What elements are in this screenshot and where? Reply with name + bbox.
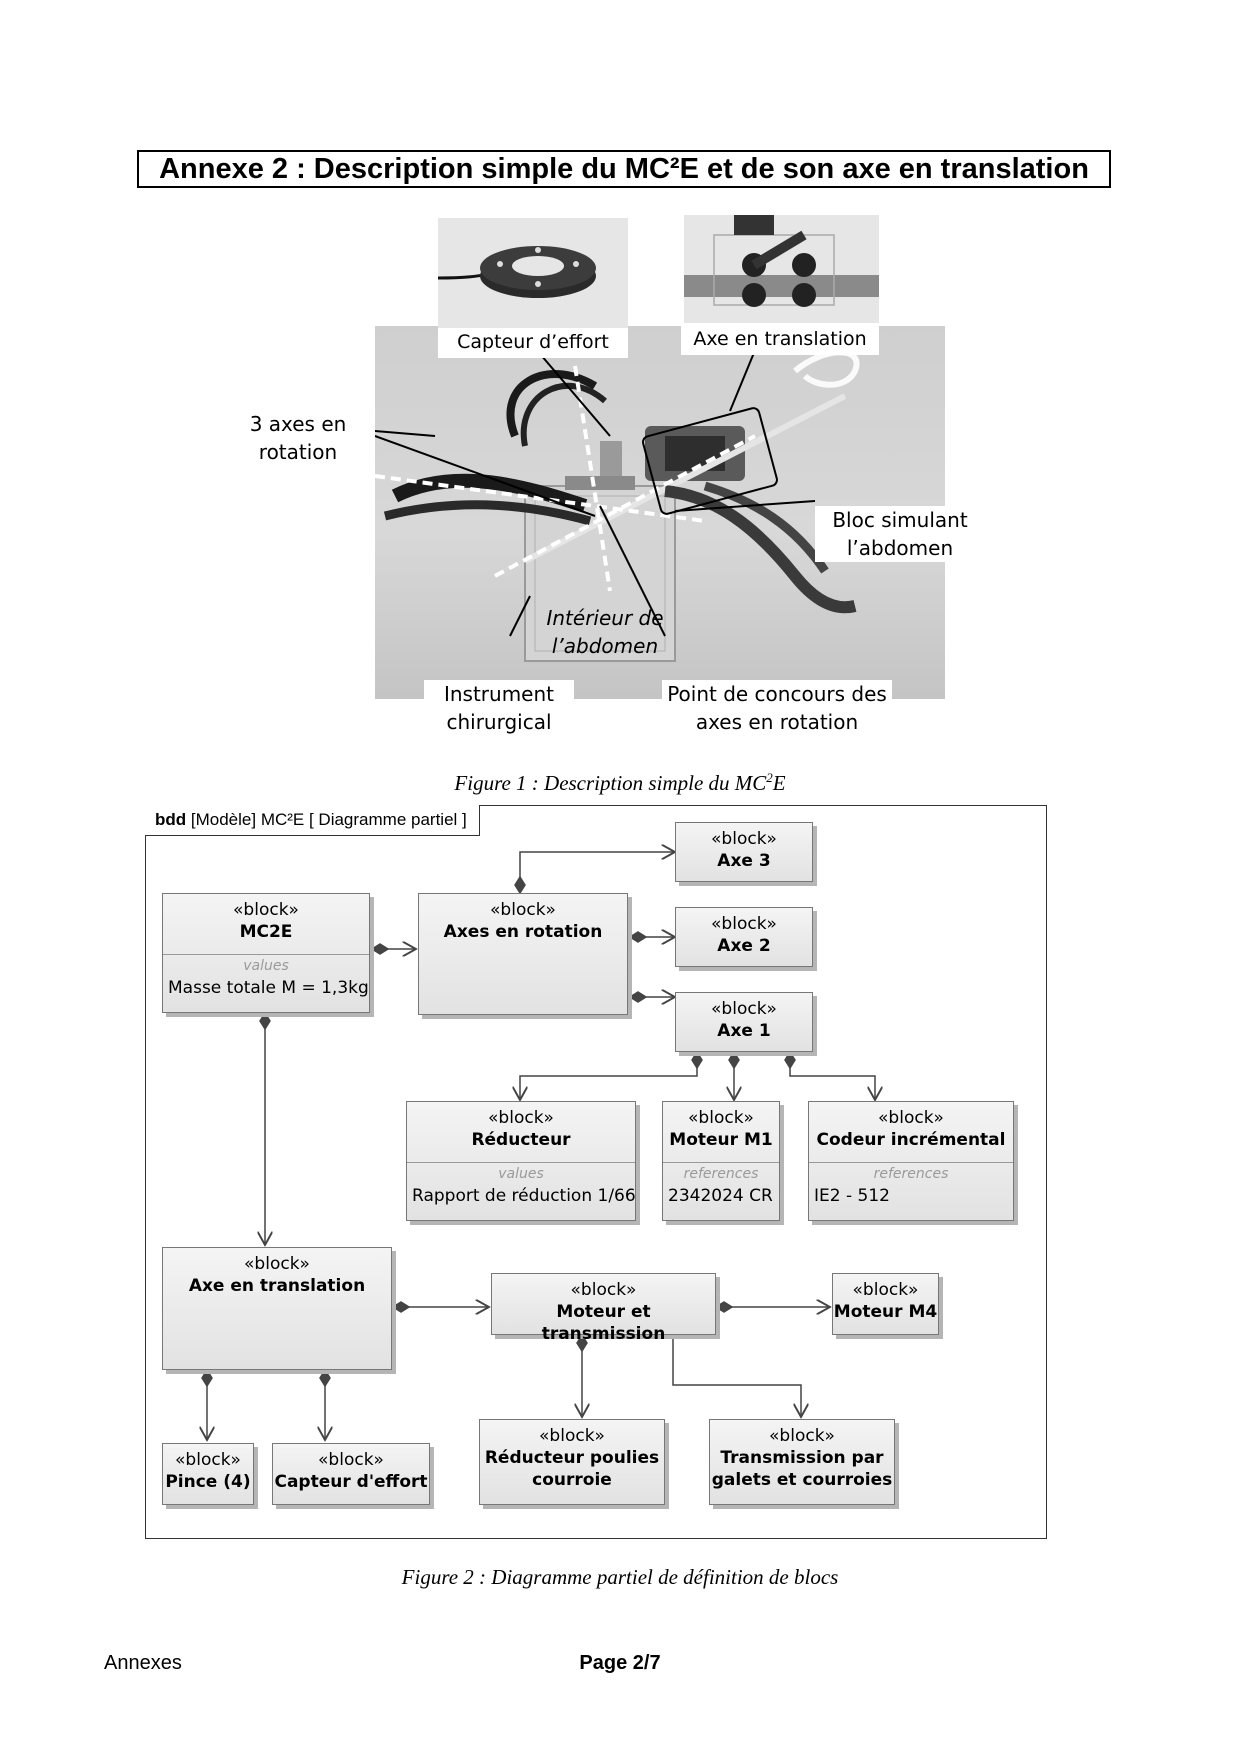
label-bloc-line2: l’abdomen (815, 534, 985, 562)
block-codeur-incremental: «block» Codeur incrémental references IE… (808, 1101, 1014, 1221)
bdd-frame (145, 805, 1047, 1539)
block-axes-en-rotation: «block» Axes en rotation (418, 893, 628, 1015)
capteur-effort-image (438, 218, 628, 328)
bdd-frame-label: [Modèle] MC²E [ Diagramme partiel ] (190, 810, 467, 829)
label-bloc-line1: Bloc simulant (815, 506, 985, 534)
block-axe-1: «block» Axe 1 (675, 992, 813, 1052)
block-reducteur-poulies: «block» Réducteur poulies courroie (479, 1419, 665, 1505)
bdd-kind: bdd (155, 810, 187, 829)
bdd-frame-tab: bdd [Modèle] MC²E [ Diagramme partiel ] (145, 805, 480, 836)
label-instrument-line2: chirurgical (424, 708, 574, 736)
label-axes-rotation-line2: rotation (258, 440, 338, 464)
block-capteur-effort: «block» Capteur d'effort (272, 1443, 430, 1505)
block-moteur-m4: «block» Moteur M4 (832, 1273, 939, 1335)
block-pince: «block» Pince (4) (162, 1443, 254, 1505)
page-title: Annexe 2 : Description simple du MC²E et… (137, 150, 1111, 188)
block-moteur-m1: «block» Moteur M1 references 2342024 CR (662, 1101, 780, 1221)
robot-photo (375, 326, 945, 699)
label-interieur-line2: l’abdomen (551, 634, 659, 658)
block-axe-3: «block» Axe 3 (675, 822, 813, 882)
block-axe-2: «block» Axe 2 (675, 907, 813, 967)
footer-left: Annexes (104, 1652, 182, 1674)
block-transmission-galets: «block» Transmission par galets et courr… (709, 1419, 895, 1505)
label-axes-rotation-line1: 3 axes en (249, 412, 347, 436)
axe-translation-image (684, 215, 879, 323)
label-point-concours-line1: Point de concours des (662, 680, 892, 708)
footer-page-number: Page 2/7 (579, 1652, 661, 1674)
figure2-caption: Figure 2 : Diagramme partiel de définiti… (401, 1565, 839, 1589)
label-point-concours-line2: axes en rotation (662, 708, 892, 736)
block-reducteur: «block» Réducteur values Rapport de rédu… (406, 1101, 636, 1221)
label-axe-translation: Axe en translation (681, 325, 879, 355)
block-axe-en-translation: «block» Axe en translation (162, 1247, 392, 1370)
label-capteur-effort: Capteur d’effort (438, 328, 628, 358)
block-moteur-et-transmission: «block» Moteur et transmission (491, 1273, 716, 1344)
label-instrument-line1: Instrument (424, 680, 574, 708)
robot-illustration (375, 326, 860, 662)
label-interieur-line1: Intérieur de (546, 606, 664, 630)
block-mc2e: «block» MC2E values Masse totale M = 1,3… (162, 893, 370, 1013)
figure1-caption: Figure 1 : Description simple du MC2E (454, 770, 786, 795)
